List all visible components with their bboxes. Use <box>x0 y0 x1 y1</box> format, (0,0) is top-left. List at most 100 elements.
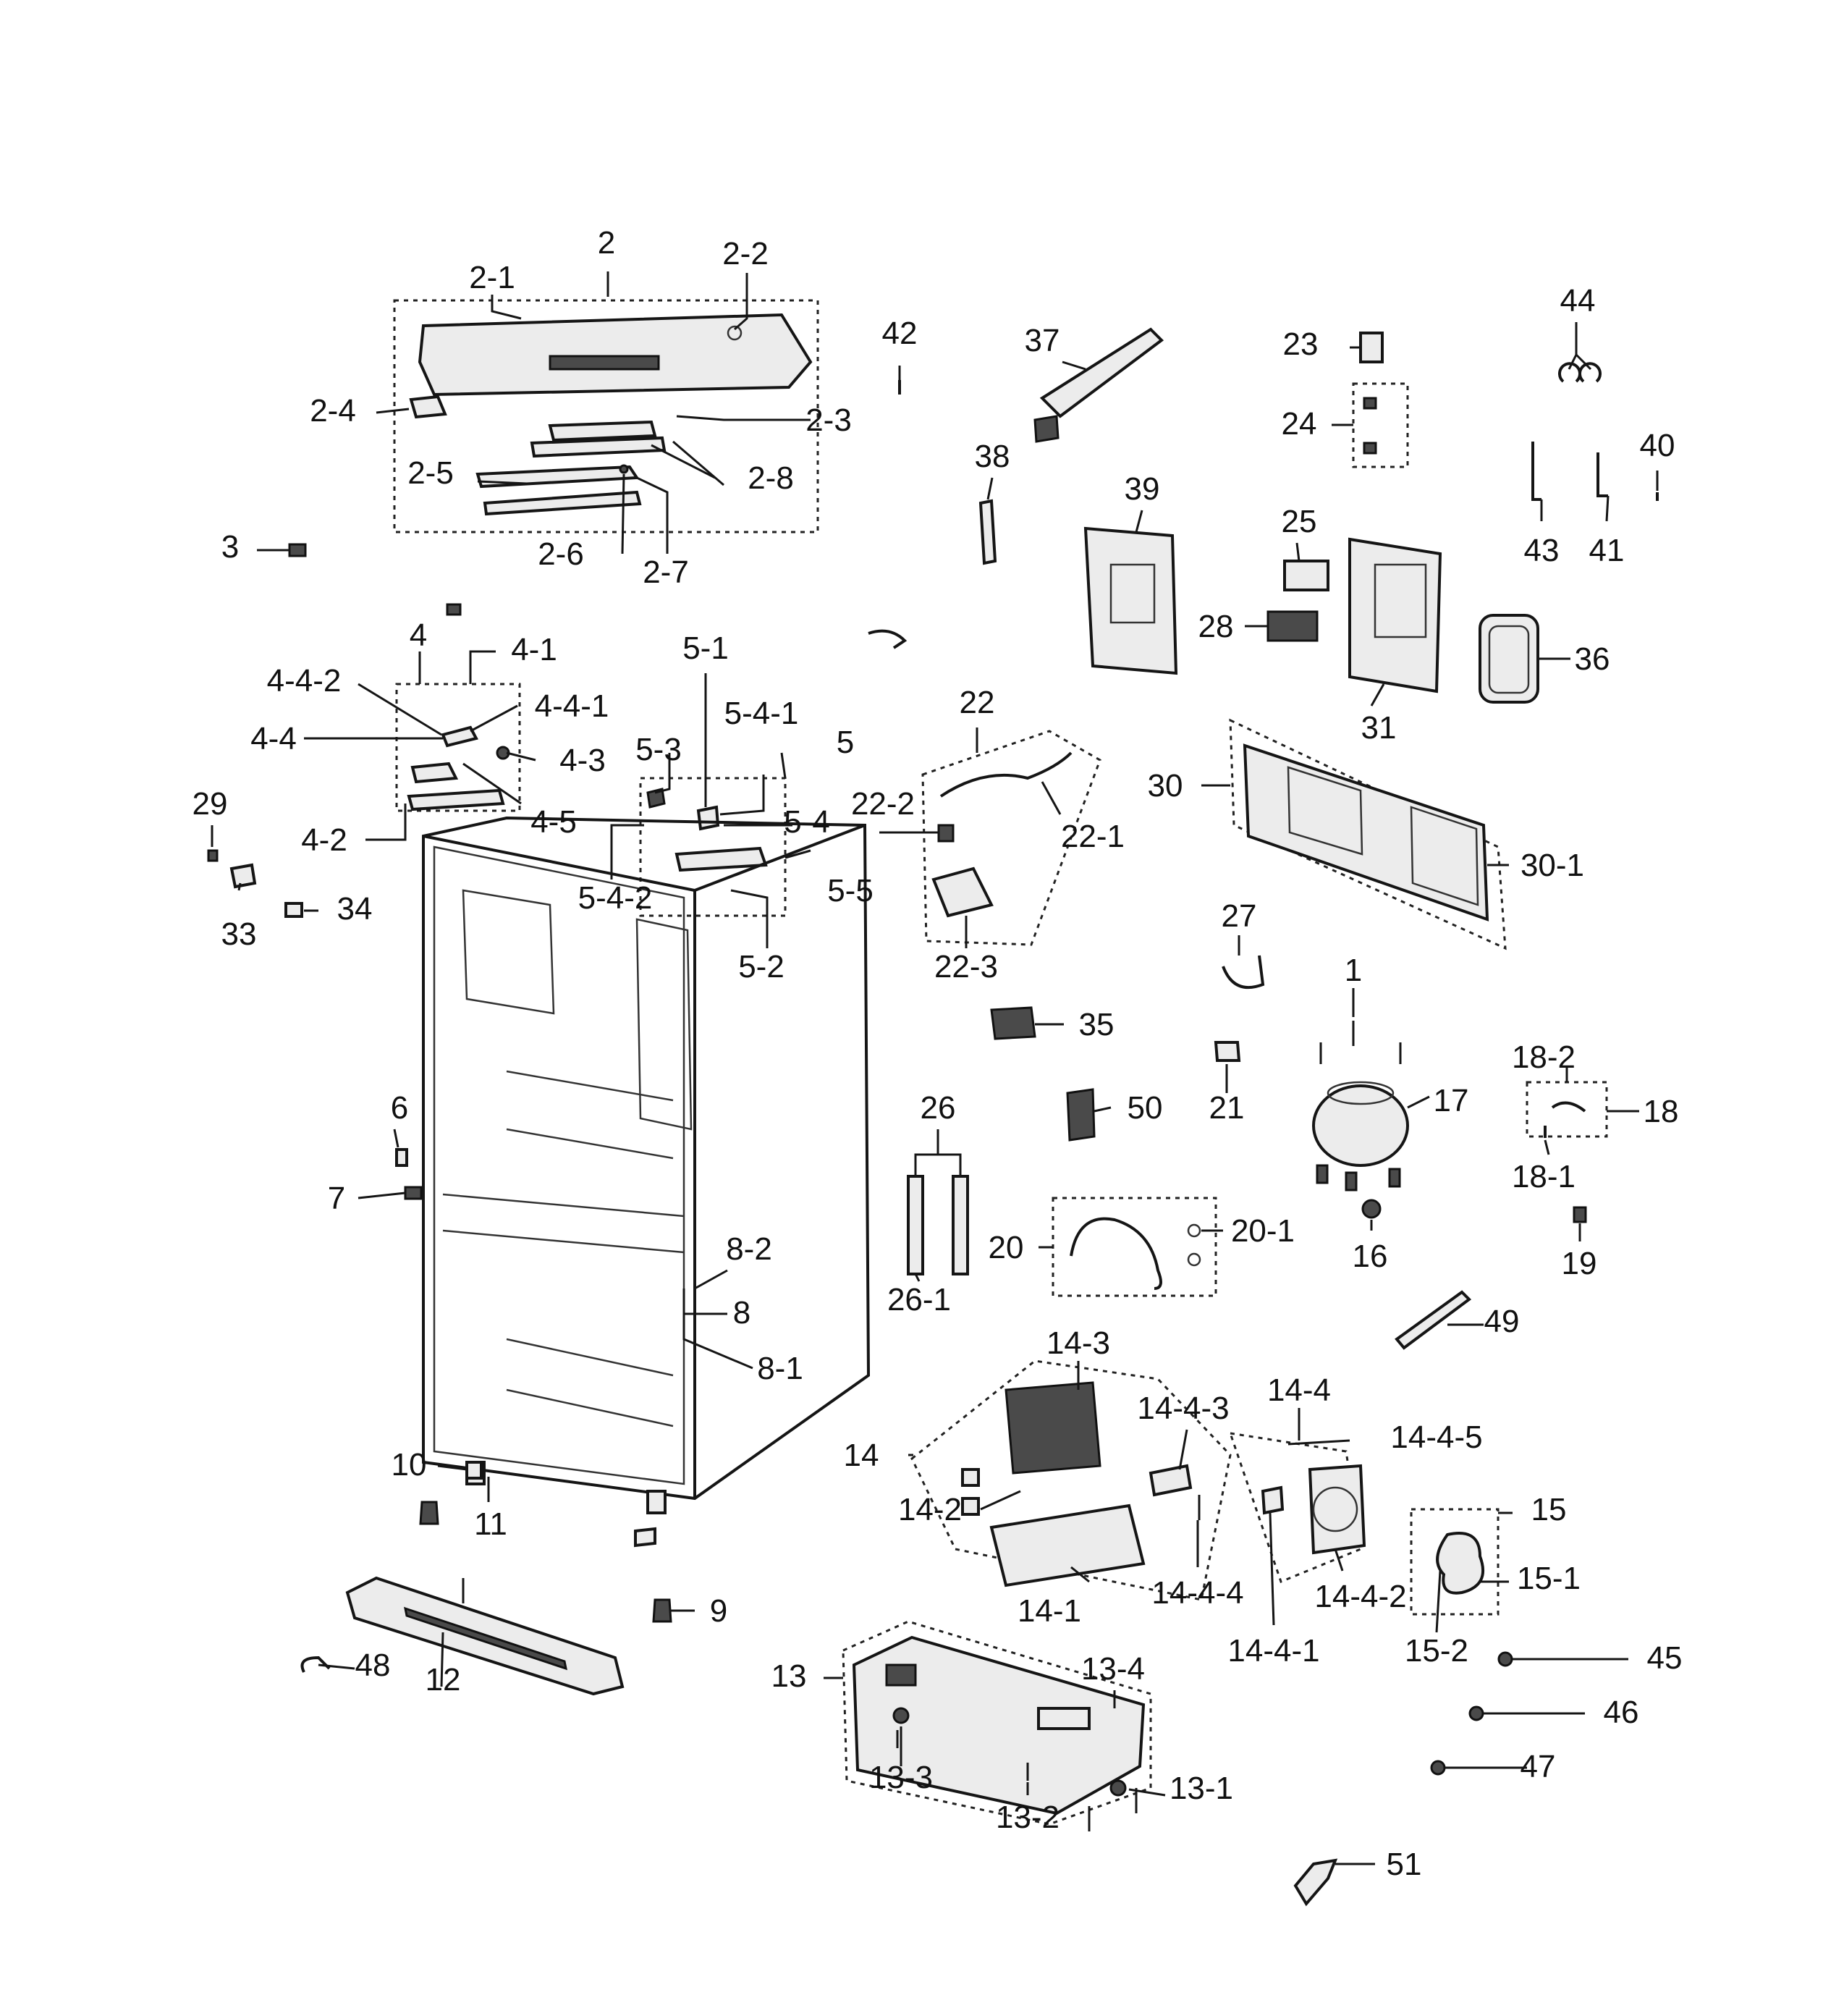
part-48-shape <box>300 1656 331 1673</box>
part-37-shape <box>1039 327 1164 418</box>
callout-label-47: 47 <box>1521 1749 1556 1784</box>
callout-label-2: 2 <box>598 225 615 261</box>
part-31-shape <box>1348 537 1442 693</box>
callout-label-34: 34 <box>337 891 373 927</box>
part-small-hinge-cover <box>446 603 462 616</box>
leader-lines <box>211 271 1659 1865</box>
callout-label-4-4-2: 4-4-2 <box>267 663 342 699</box>
top-cover-assembly <box>393 299 819 533</box>
callout-label-22-1: 22-1 <box>1061 819 1125 854</box>
part-33-shape <box>229 863 257 889</box>
part-38-shape <box>978 499 997 565</box>
part-35-shape <box>990 1006 1036 1040</box>
callout-label-44: 44 <box>1560 283 1596 319</box>
callout-label-35: 35 <box>1079 1007 1115 1042</box>
callout-label-8: 8 <box>733 1295 750 1330</box>
callout-label-25: 25 <box>1282 504 1317 539</box>
callout-label-14-3: 14-3 <box>1046 1325 1110 1361</box>
callout-label-16: 16 <box>1353 1239 1388 1274</box>
callout-label-40: 40 <box>1640 428 1675 463</box>
part-27-shape <box>1222 955 1265 989</box>
callout-label-14-4-3: 14-4-3 <box>1137 1391 1229 1426</box>
part-10-shape <box>465 1461 483 1480</box>
part-45-shape <box>1497 1651 1513 1667</box>
part-15-1-shape <box>1436 1532 1484 1595</box>
hinge-assembly-left <box>395 683 521 812</box>
callout-label-26: 26 <box>921 1090 956 1126</box>
callout-label-11: 11 <box>474 1506 507 1542</box>
callout-label-2-2: 2-2 <box>722 236 769 271</box>
part-25-shape <box>1283 560 1329 591</box>
callout-label-5-4-1: 5-4-1 <box>724 696 799 731</box>
callout-label-28: 28 <box>1198 609 1234 644</box>
callout-label-17: 17 <box>1434 1083 1469 1118</box>
callout-label-18-2: 18-2 <box>1512 1039 1576 1075</box>
callout-label-27: 27 <box>1222 898 1257 934</box>
part-43-shape <box>1531 442 1541 501</box>
callout-label-43: 43 <box>1524 533 1560 568</box>
callout-label-36: 36 <box>1575 641 1610 677</box>
wire-harness <box>921 730 1101 946</box>
callout-label-2-4: 2-4 <box>310 393 356 429</box>
callout-label-39: 39 <box>1125 471 1160 507</box>
part-3-shape <box>288 543 307 557</box>
callout-label-15-1: 15-1 <box>1517 1561 1581 1596</box>
callout-label-30-1: 30-1 <box>1521 848 1584 883</box>
callout-label-38: 38 <box>975 439 1010 474</box>
callout-label-3: 3 <box>221 529 239 565</box>
callout-label-13: 13 <box>771 1658 807 1694</box>
callout-label-9: 9 <box>710 1593 727 1629</box>
callout-label-5-2: 5-2 <box>738 949 784 984</box>
callout-label-14-4-1: 14-4-1 <box>1227 1633 1319 1669</box>
callout-label-24: 24 <box>1282 406 1317 442</box>
part-41-shape <box>1596 452 1608 497</box>
callout-label-12: 12 <box>426 1662 461 1697</box>
callout-label-18-1: 18-1 <box>1512 1159 1576 1194</box>
callout-label-26-1: 26-1 <box>887 1282 951 1317</box>
callout-label-15: 15 <box>1531 1492 1567 1527</box>
callout-label-14-1: 14-1 <box>1018 1593 1081 1629</box>
part-46-shape <box>1468 1705 1484 1721</box>
part-26-tube-b <box>952 1175 969 1275</box>
callout-label-13-1: 13-1 <box>1170 1771 1233 1806</box>
callout-label-2-8: 2-8 <box>748 460 794 496</box>
part-34-shape <box>284 902 303 918</box>
callout-label-2-7: 2-7 <box>643 554 689 590</box>
part-26-tube-a <box>907 1175 924 1275</box>
leg-bolt <box>634 1527 656 1548</box>
callout-label-45: 45 <box>1647 1640 1683 1676</box>
evaporator-cover <box>1229 718 1507 950</box>
part-18-2-shape <box>1551 1101 1586 1113</box>
callout-label-4: 4 <box>410 617 427 653</box>
callout-label-22-2: 22-2 <box>851 786 915 822</box>
callout-label-8-2: 8-2 <box>726 1231 772 1267</box>
part-21-shape <box>1214 1041 1241 1062</box>
part-44-shape-b <box>1578 362 1602 383</box>
callout-label-14-4-2: 14-4-2 <box>1314 1579 1406 1614</box>
callout-label-15-2: 15-2 <box>1405 1633 1468 1669</box>
callout-label-21: 21 <box>1209 1090 1245 1126</box>
callout-label-2-5: 2-5 <box>407 455 454 491</box>
callout-label-1: 1 <box>1345 953 1362 988</box>
callout-label-5-1: 5-1 <box>682 630 729 666</box>
part-23-shape <box>1359 332 1384 363</box>
callout-label-33: 33 <box>221 916 257 952</box>
callout-label-4-5: 4-5 <box>530 804 577 840</box>
callout-label-14-4-5: 14-4-5 <box>1390 1420 1482 1455</box>
leveling-leg-left <box>419 1501 439 1525</box>
callout-label-4-3: 4-3 <box>559 743 606 778</box>
callout-label-14-2: 14-2 <box>898 1492 962 1527</box>
callout-label-5-4-2: 5-4-2 <box>578 880 653 916</box>
part-39-shape <box>1083 526 1178 675</box>
callout-label-8-1: 8-1 <box>757 1351 803 1386</box>
callout-label-2-3: 2-3 <box>805 402 852 438</box>
callout-label-5: 5 <box>837 725 854 760</box>
callout-label-7: 7 <box>328 1181 345 1216</box>
callout-label-20-1: 20-1 <box>1231 1213 1295 1249</box>
part-29-shape <box>207 849 219 862</box>
callout-label-42: 42 <box>882 316 918 351</box>
callout-label-14-4: 14-4 <box>1267 1372 1331 1408</box>
callout-label-31: 31 <box>1361 710 1397 746</box>
